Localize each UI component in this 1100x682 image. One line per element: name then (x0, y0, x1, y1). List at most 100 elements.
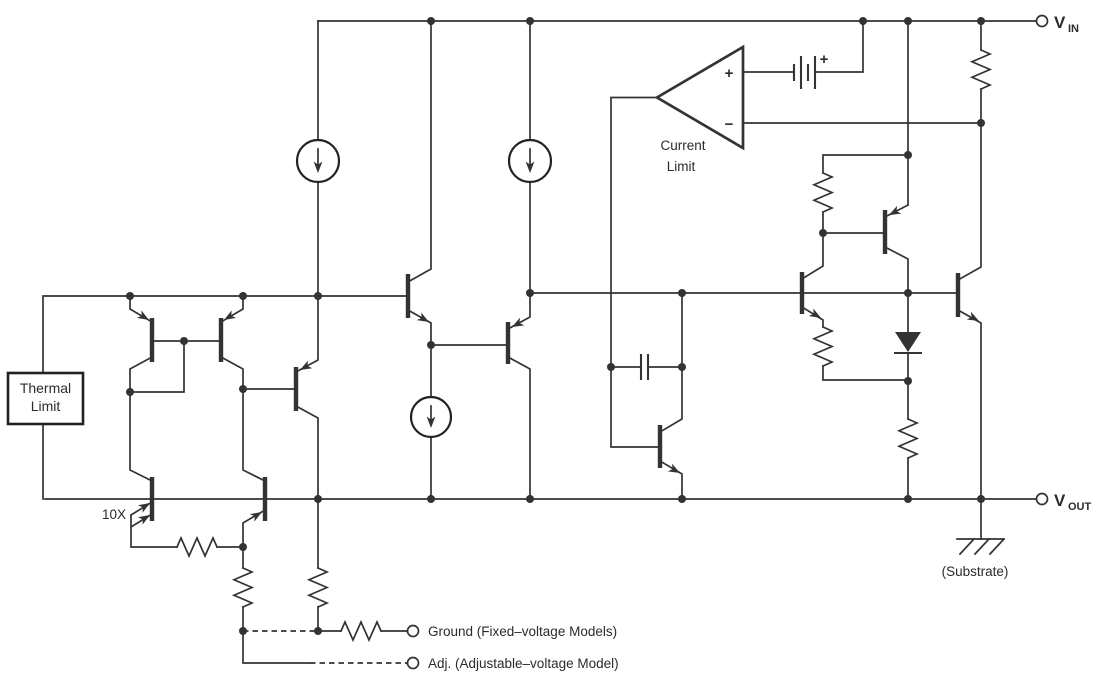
junction-dot (526, 289, 534, 297)
adj-terminal-label: Adj. (Adjustable–voltage Model) (428, 656, 619, 671)
junction-dot (239, 385, 247, 393)
pnp-mirror-left-icon (129, 295, 155, 483)
vout-label-sub: OUT (1068, 501, 1092, 513)
pnp-arrow (297, 360, 313, 374)
adj-terminal-row: Adj. (Adjustable–voltage Model) (242, 630, 619, 671)
junction-dot (126, 292, 134, 300)
compensation-capacitor-icon (610, 354, 683, 380)
collector (406, 20, 432, 284)
junction-dot (904, 495, 912, 503)
collector (956, 122, 982, 282)
pnp-arrow (136, 310, 152, 324)
ground-terminal-row: Ground (Fixed–voltage Models) (243, 621, 617, 641)
resistor-zigzag (233, 567, 253, 608)
junction-dot (314, 627, 322, 635)
collector (800, 232, 824, 281)
junction-dot (126, 388, 134, 396)
vin-label-sub: IN (1068, 23, 1079, 35)
vout-terminal: V OUT (1035, 491, 1092, 513)
junction-dot (427, 341, 435, 349)
junction-dot (904, 289, 912, 297)
divider-resistor-2-icon (308, 498, 328, 632)
junction-dot (859, 17, 867, 25)
left-bias-rail (42, 295, 409, 500)
resistor-zigzag (176, 537, 218, 557)
collector (658, 292, 683, 434)
pnp-driver-transistor-icon (430, 292, 531, 500)
pnp-arrow (221, 310, 237, 324)
pnp-mirror-right-icon (218, 295, 267, 483)
npn-gain-transistor-icon (405, 20, 432, 346)
ptat-resistor-icon (176, 537, 244, 557)
sense-resistor-icon (971, 20, 991, 124)
terminal-vout (1035, 492, 1049, 506)
wire (129, 340, 222, 393)
wire (42, 295, 409, 500)
emitter (883, 203, 910, 219)
thermal-limit-label-1: Thermal (20, 380, 71, 396)
current-limit-label-1: Current (660, 138, 705, 153)
current-source-circle (409, 395, 453, 439)
bandgap-1x-transistor-icon (242, 477, 268, 548)
current-source-3-icon (409, 344, 453, 500)
wire (822, 154, 909, 234)
junction-dot (526, 495, 534, 503)
terminal-ground (406, 624, 420, 638)
junction-dot (904, 17, 912, 25)
thermal-limit-block: Thermal Limit (6, 371, 85, 426)
thermal-limit-label-2: Limit (31, 398, 61, 414)
pnp-arrow (509, 317, 525, 331)
collector (129, 355, 154, 483)
junction-dot (678, 495, 686, 503)
junction-dot (239, 543, 247, 551)
collector (506, 355, 531, 500)
junction-dot (977, 495, 985, 503)
emitter (800, 305, 824, 328)
resistor-zigzag (898, 418, 918, 459)
collector (294, 404, 319, 500)
junction-dot (977, 17, 985, 25)
junction-dot (678, 363, 686, 371)
junction-dot (314, 292, 322, 300)
terminal-adj (406, 656, 420, 670)
npn-arrow (966, 311, 982, 325)
junction-dot (526, 17, 534, 25)
junction-dot (239, 627, 247, 635)
current-source-circle (507, 138, 553, 184)
junction-dot (427, 495, 435, 503)
substrate-ground-icon: (Substrate) (942, 498, 1008, 579)
junction-dot (678, 289, 686, 297)
current-limit-opamp-icon: + − Current Limit (654, 44, 745, 174)
vin-label: V (1054, 13, 1066, 32)
junction-dot (819, 229, 827, 237)
npn-arrow (667, 463, 683, 477)
junction-dot (427, 17, 435, 25)
mirror-base-link (129, 340, 222, 393)
junction-dot (180, 337, 188, 345)
current-source-1-icon (295, 20, 341, 297)
emitter (406, 308, 432, 346)
battery-plus-label: + (820, 51, 829, 68)
resistor-zigzag (813, 326, 833, 367)
pnp-arrow (249, 508, 265, 522)
resistor-zigzag (971, 49, 991, 90)
npn-output-transistor-icon (955, 122, 982, 500)
npn-driver2-transistor-icon (799, 232, 824, 328)
opamp-output-wire (610, 96, 661, 448)
wire (242, 630, 311, 664)
junction-dot (314, 495, 322, 503)
reference-battery-icon: + (742, 20, 864, 89)
pulldown-resistor-icon (898, 380, 918, 500)
resistor-zigzag (813, 172, 833, 213)
wire (610, 96, 661, 448)
pnp-bias-transistor-icon (242, 295, 319, 500)
thermal-limit-box (6, 371, 85, 426)
emitter (658, 459, 683, 500)
junction-dot (977, 119, 985, 127)
collector (219, 355, 267, 483)
wire (822, 365, 909, 381)
junction-dots (126, 17, 985, 635)
bandgap-10x-transistor-icon: 10X (102, 477, 178, 548)
